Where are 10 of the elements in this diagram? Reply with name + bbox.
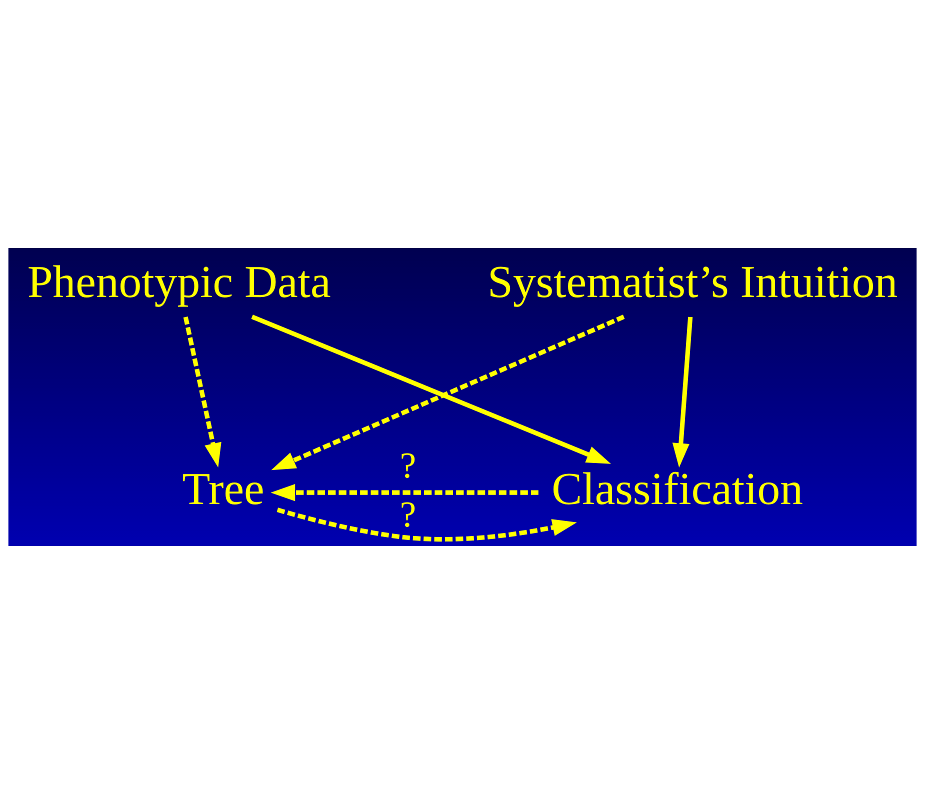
node-text: Tree xyxy=(182,462,264,514)
arrow xyxy=(270,484,538,501)
arrow xyxy=(672,316,693,468)
node-text: Systematist’s Intuition xyxy=(488,255,898,306)
node-text: Classification xyxy=(552,462,804,514)
edge-label: ? xyxy=(400,492,416,534)
arrow xyxy=(276,507,577,542)
edge-label: ? xyxy=(400,444,416,486)
arrow xyxy=(183,316,222,468)
node-text: Phenotypic Data xyxy=(27,255,331,306)
